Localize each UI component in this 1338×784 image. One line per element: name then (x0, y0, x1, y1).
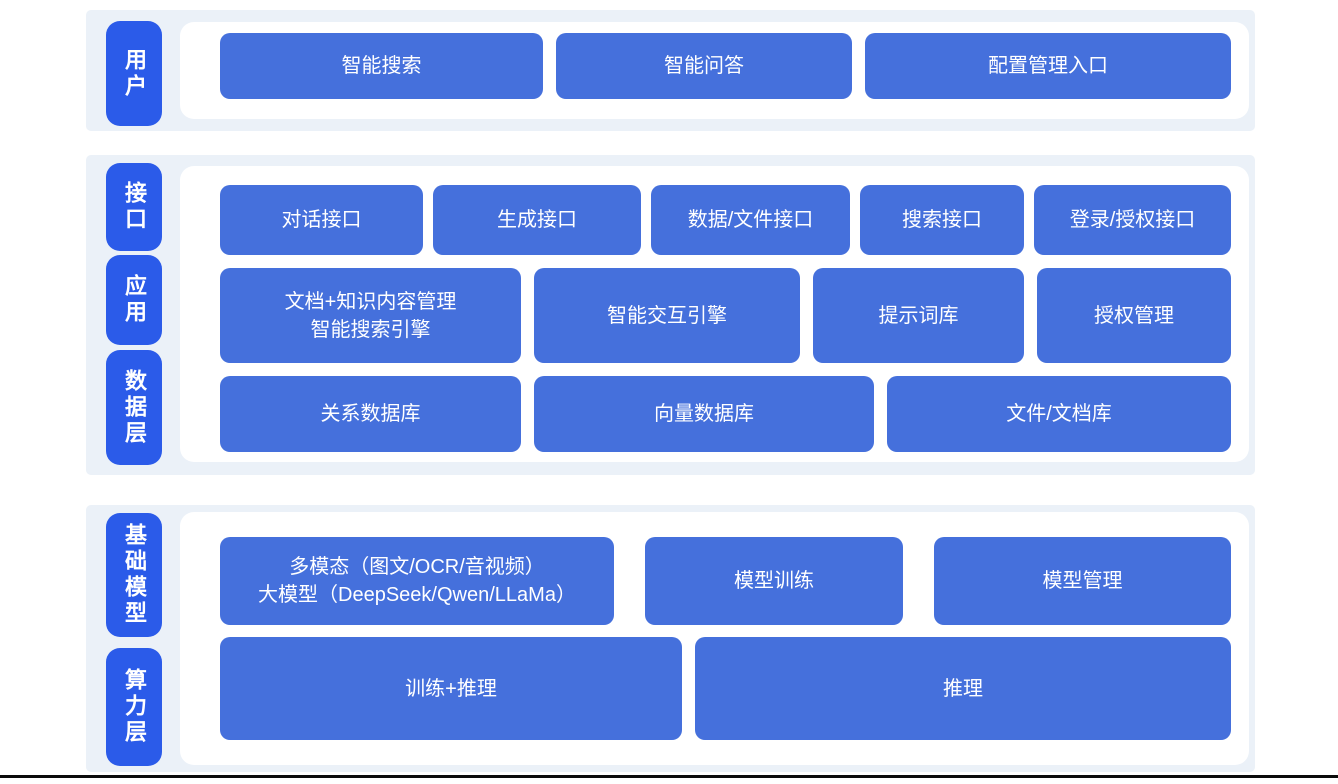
block-dialog-api-label: 对话接口 (281, 209, 362, 231)
block-doc-knowledge-line1: 文档+知识内容管理 (284, 290, 457, 313)
row-applications: 文档+知识内容管理 智能搜索引擎 智能交互引擎 提示词库 授权管理 (220, 268, 1231, 363)
layer-label-user: 用户 (106, 21, 162, 126)
block-model-training-label: 模型训练 (734, 570, 814, 592)
block-inference: 推理 (695, 637, 1231, 740)
block-prompt-library-label: 提示词库 (878, 304, 959, 327)
block-login-auth-api: 登录/授权接口 (1034, 185, 1231, 255)
block-auth-management: 授权管理 (1037, 268, 1231, 363)
block-doc-knowledge-search-engine: 文档+知识内容管理 智能搜索引擎 (220, 268, 521, 363)
block-file-doc-store-label: 文件/文档库 (1006, 403, 1112, 425)
block-interactive-engine-label: 智能交互引擎 (607, 304, 727, 327)
layer-label-application-text: 应用 (122, 274, 147, 326)
block-model-management-label: 模型管理 (1042, 570, 1123, 592)
layer-label-application: 应用 (106, 255, 162, 345)
block-multimodal-llm-line1: 多模态（图文/OCR/音视频） (289, 556, 545, 578)
block-training-inference-label: 训练+推理 (405, 677, 497, 700)
block-training-inference: 训练+推理 (220, 637, 682, 740)
layer-label-user-text: 用户 (122, 47, 147, 100)
block-file-doc-store: 文件/文档库 (887, 376, 1231, 452)
block-smart-qa-label: 智能问答 (664, 55, 744, 77)
block-auth-management-label: 授权管理 (1094, 304, 1174, 327)
layer-label-interface-text: 接口 (122, 181, 147, 233)
section-foundation-compute: 基础模型 算力层 多模态（图文/OCR/音视频） 大模型（DeepSeek/Qw… (86, 505, 1255, 772)
layer-label-foundation-model: 基础模型 (106, 513, 162, 637)
block-model-management: 模型管理 (934, 537, 1231, 625)
row-user-entries: 智能搜索 智能问答 配置管理入口 (220, 33, 1231, 99)
section-interface-application-data: 接口 应用 数据层 对话接口 生成接口 数据/文件接口 搜索接口 登录/授权接口 (86, 155, 1255, 475)
layer-label-interface: 接口 (106, 163, 162, 251)
block-interactive-engine: 智能交互引擎 (534, 268, 800, 363)
block-generation-api-label: 生成接口 (497, 209, 577, 231)
layer-label-compute-layer: 算力层 (106, 648, 162, 766)
panel-user-layer: 智能搜索 智能问答 配置管理入口 (180, 22, 1249, 119)
panel-foundation-compute: 多模态（图文/OCR/音视频） 大模型（DeepSeek/Qwen/LLaMa）… (180, 512, 1249, 765)
layer-label-data-layer-text: 数据层 (122, 368, 147, 447)
block-dialog-api: 对话接口 (220, 185, 423, 255)
block-config-management-entry-label: 配置管理入口 (988, 55, 1108, 77)
block-multimodal-llm: 多模态（图文/OCR/音视频） 大模型（DeepSeek/Qwen/LLaMa） (220, 537, 614, 625)
block-search-api: 搜索接口 (860, 185, 1024, 255)
block-relational-db-label: 关系数据库 (320, 403, 421, 425)
block-inference-label: 推理 (943, 677, 983, 700)
block-config-management-entry: 配置管理入口 (865, 33, 1231, 99)
block-smart-qa: 智能问答 (556, 33, 852, 99)
block-generation-api: 生成接口 (433, 185, 641, 255)
block-smart-search: 智能搜索 (220, 33, 543, 99)
block-relational-db: 关系数据库 (220, 376, 521, 452)
block-vector-db: 向量数据库 (534, 376, 874, 452)
block-vector-db-label: 向量数据库 (654, 403, 754, 425)
block-data-file-api-label: 数据/文件接口 (687, 209, 814, 231)
row-data-stores: 关系数据库 向量数据库 文件/文档库 (220, 376, 1231, 452)
row-compute: 训练+推理 推理 (220, 637, 1231, 740)
block-doc-knowledge-line2: 智能搜索引擎 (310, 318, 431, 341)
row-models: 多模态（图文/OCR/音视频） 大模型（DeepSeek/Qwen/LLaMa）… (220, 537, 1231, 625)
block-prompt-library: 提示词库 (813, 268, 1024, 363)
block-data-file-api: 数据/文件接口 (651, 185, 850, 255)
block-search-api-label: 搜索接口 (902, 209, 982, 231)
layer-label-data-layer: 数据层 (106, 350, 162, 465)
section-user-layer: 用户 智能搜索 智能问答 配置管理入口 (86, 10, 1255, 131)
block-login-auth-api-label: 登录/授权接口 (1069, 209, 1196, 231)
block-model-training: 模型训练 (645, 537, 903, 625)
layer-label-compute-layer-text: 算力层 (122, 668, 147, 746)
panel-interface-application-data: 对话接口 生成接口 数据/文件接口 搜索接口 登录/授权接口 文档+知识内容管理… (180, 166, 1249, 462)
block-multimodal-llm-line2: 大模型（DeepSeek/Qwen/LLaMa） (258, 584, 576, 606)
bottom-border-line (0, 775, 1338, 778)
layer-label-foundation-model-text: 基础模型 (122, 523, 147, 627)
block-smart-search-label: 智能搜索 (341, 55, 422, 77)
row-interfaces: 对话接口 生成接口 数据/文件接口 搜索接口 登录/授权接口 (220, 185, 1231, 255)
